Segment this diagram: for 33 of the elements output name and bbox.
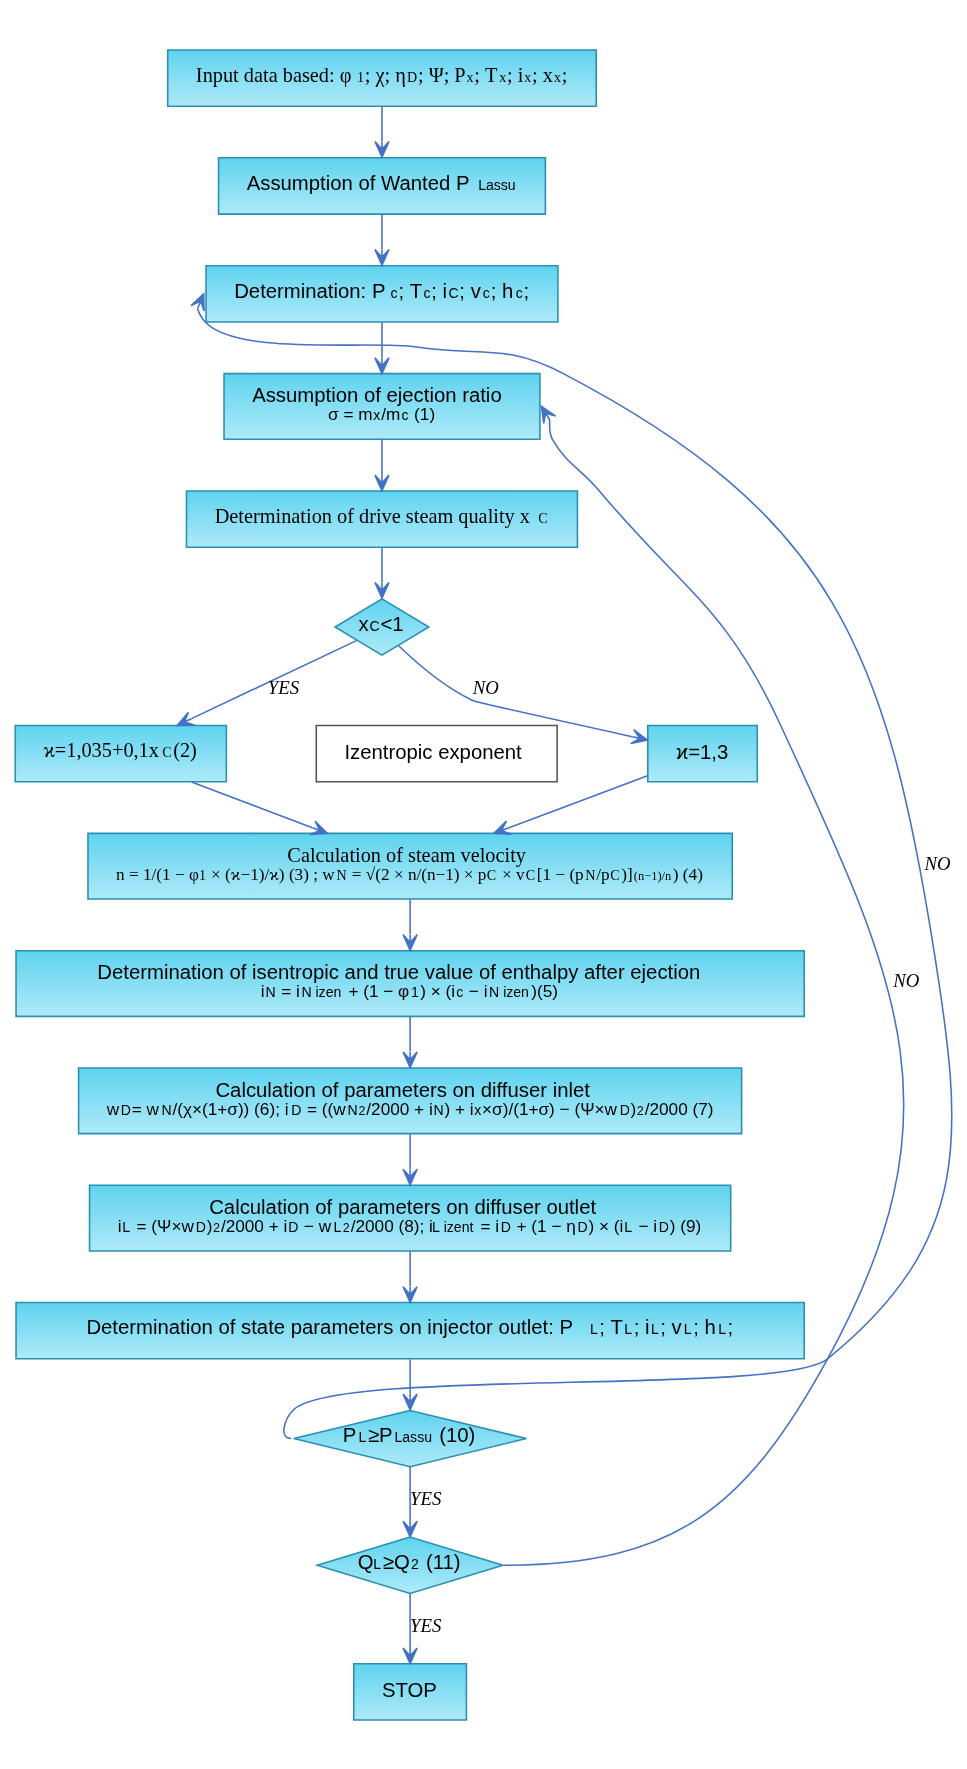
arrow bbox=[189, 292, 953, 1439]
node-box: Izentropic exponent bbox=[315, 724, 558, 783]
edge-label: NO bbox=[472, 676, 499, 698]
arrow bbox=[175, 639, 358, 726]
arrow bbox=[401, 1592, 418, 1664]
node-diamond: PL≥PLassu (10) bbox=[292, 1409, 527, 1468]
edge-label: YES bbox=[409, 1614, 441, 1636]
node-box: STOP bbox=[352, 1662, 467, 1721]
node-box: Determination of isentropic and true value of enthalpy after ejection iN = iN izen + (1 − φ1) × (ic − iN izen)(5) bbox=[14, 949, 805, 1017]
arrow bbox=[401, 1015, 418, 1068]
arrow bbox=[502, 405, 904, 1566]
edge-label: NO bbox=[892, 969, 919, 991]
arrow bbox=[190, 780, 328, 835]
node-box: Calculation of steam velocity n = 1/(1 − φ1 × (ϰ−1)/ϰ) (3) ; wN = √(2 × n/(n−1) × pC × vC[1 − (pN/pC)](n−1)/n) (4) bbox=[86, 832, 733, 900]
arrow bbox=[373, 546, 390, 599]
arrow bbox=[373, 105, 390, 158]
arrow bbox=[492, 774, 648, 835]
arrow bbox=[401, 898, 418, 951]
arrow bbox=[373, 213, 390, 266]
arrow bbox=[401, 1465, 418, 1538]
edge-label: YES bbox=[409, 1487, 441, 1509]
node-box: ϰ=1,3 bbox=[646, 724, 758, 783]
arrow bbox=[401, 1132, 418, 1186]
node-diamond: QL≥Q2 (11) bbox=[314, 1535, 506, 1594]
arrow bbox=[401, 1357, 418, 1411]
node-diamond: xC<1 bbox=[333, 597, 430, 656]
node-box: Assumption of ejection ratio σ = mx/mc (1) bbox=[222, 372, 541, 440]
arrow bbox=[401, 1250, 418, 1303]
arrow bbox=[373, 438, 390, 491]
arrow bbox=[397, 644, 648, 744]
arrow bbox=[373, 321, 390, 374]
edge-label: NO bbox=[924, 852, 951, 874]
edge-label: YES bbox=[267, 676, 299, 698]
